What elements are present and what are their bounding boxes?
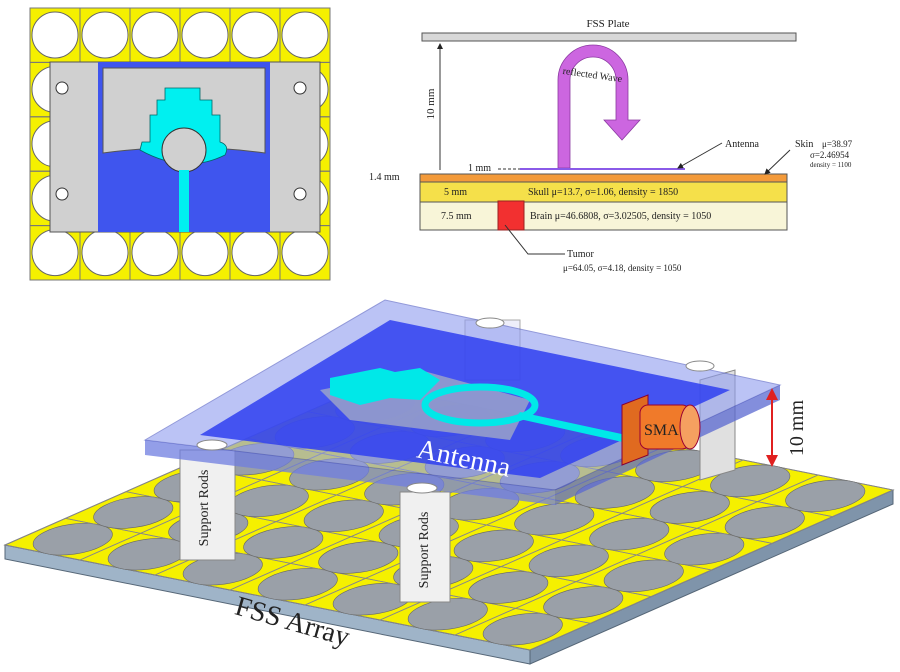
fss-array-disc	[32, 523, 113, 556]
skin-mu: μ=38.97	[822, 139, 853, 149]
fss-cell-circle	[31, 11, 79, 59]
support-rods-label: Support Rods	[197, 470, 212, 547]
fss-array-disc	[664, 533, 745, 566]
antenna-pointer	[677, 142, 723, 169]
antenna-top-view	[29, 7, 331, 281]
tumor-properties: μ=64.05, σ=4.18, density = 1050	[563, 263, 682, 273]
support-rod	[399, 491, 451, 603]
rod-cap	[196, 439, 228, 451]
tumor-pointer	[504, 224, 565, 255]
antenna-gap-label: 1 mm	[468, 163, 491, 174]
circular-slot	[161, 127, 207, 173]
brain-thickness-label: 7.5 mm	[441, 211, 472, 222]
brain-properties: Brain μ=46.6808, σ=3.02505, density = 10…	[530, 211, 711, 222]
fss-array-disc	[318, 541, 399, 574]
fss-array-disc	[543, 586, 624, 619]
rod-cap	[475, 317, 505, 329]
skin-density: density = 1100	[810, 161, 852, 169]
fss-cell-circle	[131, 11, 179, 59]
fss-cell-circle	[231, 11, 279, 59]
fss-array-disc	[528, 544, 609, 577]
fss-cell-circle	[281, 229, 329, 277]
fss-array-disc	[453, 529, 534, 562]
layer-cross-section: FSS Plate 10 mm reflected Wave Antenna 1…	[369, 18, 853, 273]
tumor	[497, 200, 525, 231]
fss-cell-circle	[181, 11, 229, 59]
gap-label: 10 mm	[425, 88, 437, 119]
fss-array-disc	[257, 568, 338, 601]
fss-cell-circle	[231, 229, 279, 277]
height-label: 10 mm	[786, 400, 808, 457]
fss-array-disc	[724, 506, 805, 539]
plate-edge-front	[145, 440, 555, 505]
mount-hole	[293, 187, 307, 201]
fss-array-disc	[710, 464, 791, 497]
fss-array-disc	[468, 571, 549, 604]
reflected-wave-arrow	[557, 44, 641, 169]
fss-cell-circle	[281, 11, 329, 59]
fss-array-disc	[785, 479, 866, 512]
skin-label: Skin	[795, 139, 813, 150]
mount-hole	[293, 81, 307, 95]
ring-slot	[421, 383, 539, 427]
fss-array-disc	[93, 496, 174, 529]
fss-cell-circle	[131, 229, 179, 277]
rod-cap	[685, 360, 715, 372]
skin-sigma: σ=2.46954	[810, 150, 850, 160]
feed-line-3d	[515, 412, 640, 445]
sma-label: SMA	[644, 422, 679, 439]
tumor-label: Tumor	[567, 249, 595, 260]
feed-line	[179, 170, 189, 232]
mount-hole	[55, 81, 69, 95]
fss-array-disc	[303, 499, 384, 532]
fss-array-disc	[603, 559, 684, 592]
fss-plate	[421, 32, 797, 42]
skull-properties: Skull μ=13.7, σ=1.06, density = 1850	[528, 187, 678, 198]
fss-cell-circle	[81, 229, 129, 277]
fss-cell-circle	[81, 11, 129, 59]
skull-thickness-label: 5 mm	[444, 187, 467, 198]
fss-array-disc	[243, 526, 324, 559]
fss-cell-circle	[31, 229, 79, 277]
antenna-callout: Antenna	[725, 139, 759, 150]
fss-plate-label: FSS Plate	[586, 18, 629, 30]
feed-patch-3d	[330, 368, 440, 405]
skin-pointer	[764, 149, 791, 175]
sma-opening	[679, 404, 701, 450]
skin-thickness-label: 1.4 mm	[369, 172, 400, 183]
fss-array-disc	[589, 518, 670, 551]
brain-layer	[419, 201, 788, 231]
fss-array-disc	[482, 613, 563, 646]
skin-layer	[419, 173, 788, 183]
mount-hole	[55, 187, 69, 201]
fss-cell-circle	[181, 229, 229, 277]
support-rods-label: Support Rods	[417, 512, 432, 589]
assembly-3d: SMA 10 mm Antenna Support Rods Support R…	[3, 299, 895, 665]
rod-cap	[406, 482, 438, 494]
fss-array-disc	[649, 491, 730, 524]
